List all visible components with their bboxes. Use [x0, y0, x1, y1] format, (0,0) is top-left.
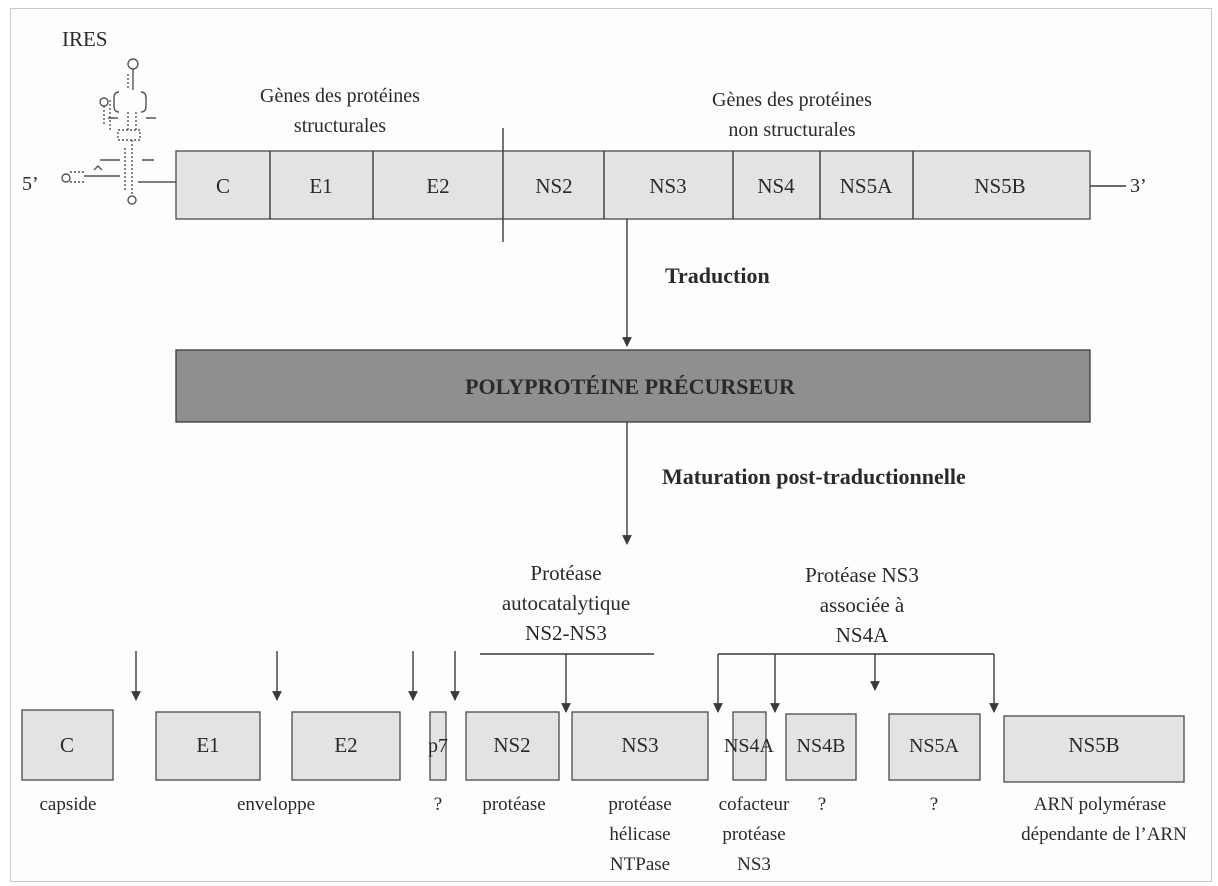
protein-functions: capside enveloppe ? protéase protéase hé… — [40, 794, 1188, 875]
protein-box-ns4a — [732, 711, 767, 781]
protein-box-c — [21, 709, 114, 781]
polyprotein-label: POLYPROTÉINE PRÉCURSEUR — [465, 374, 796, 399]
mature-proteins: C E1 E2 p7 NS2 NS3 NS4A NS4B NS5A NS5B — [21, 709, 1185, 783]
function-ns3-line3: NTPase — [610, 854, 670, 875]
protein-name-p7: p7 — [428, 735, 448, 757]
genome-bar-outline — [175, 150, 1091, 220]
ns3ns4a-protease-line2: associée à — [820, 593, 905, 617]
function-p7: ? — [434, 794, 442, 815]
ires-label: IRES — [62, 27, 108, 51]
nonstructural-genes-line2: non structurales — [728, 119, 855, 141]
protein-box-ns4b — [785, 713, 857, 781]
protein-name-ns3: NS3 — [621, 733, 658, 757]
segment-ns5a: NS5A — [840, 174, 893, 198]
segment-c: C — [216, 174, 230, 198]
function-ns3-line2: hélicase — [609, 824, 670, 845]
segment-ns2: NS2 — [535, 174, 572, 198]
protein-name-ns4a: NS4A — [724, 735, 775, 757]
function-envelope: enveloppe — [237, 794, 315, 815]
segment-ns3: NS3 — [649, 174, 686, 198]
polyprotein-bar — [175, 349, 1091, 423]
ns3ns4a-protease-line3: NS4A — [836, 623, 889, 647]
ires-structure-icon — [61, 58, 176, 205]
ns2ns3-protease-line2: autocatalytique — [502, 591, 630, 615]
function-ns3-line1: protéase — [608, 794, 671, 815]
function-ns4b: ? — [818, 794, 826, 815]
segment-e1: E1 — [309, 174, 332, 198]
three-prime-label: 3’ — [1130, 175, 1147, 197]
function-ns5b-line2: dépendante de l’ARN — [1021, 824, 1187, 845]
ns2ns3-protease-line3: NS2-NS3 — [525, 621, 607, 645]
segment-ns4: NS4 — [757, 174, 795, 198]
translation-label: Traduction — [665, 263, 770, 288]
function-ns4a-line2: protéase — [722, 824, 785, 845]
protein-name-ns5b: NS5B — [1068, 733, 1119, 757]
five-prime-label: 5’ — [22, 173, 39, 195]
function-ns4a-line3: NS3 — [737, 854, 771, 875]
protein-box-e2 — [291, 711, 401, 781]
ns2ns3-protease-line1: Protéase — [530, 561, 601, 585]
function-ns4a-line1: cofacteur — [719, 794, 790, 815]
maturation-label: Maturation post-traductionnelle — [662, 464, 966, 489]
function-c: capside — [40, 794, 97, 815]
function-ns5b-line1: ARN polymérase — [1034, 794, 1166, 815]
nonstructural-genes-line1: Gènes des protéines — [712, 89, 872, 111]
protein-box-ns5a — [888, 713, 981, 781]
segment-ns5b: NS5B — [974, 174, 1025, 198]
function-ns2: protéase — [482, 794, 545, 815]
protein-box-e1 — [155, 711, 261, 781]
protein-box-ns2 — [465, 711, 560, 781]
function-ns5a: ? — [930, 794, 938, 815]
protein-box-ns3 — [571, 711, 709, 781]
genome-bar: C E1 E2 NS2 NS3 NS4 NS5A NS5B — [175, 128, 1091, 242]
structural-genes-line2: structurales — [294, 115, 386, 137]
segment-e2: E2 — [426, 174, 449, 198]
protein-box-p7 — [429, 711, 447, 781]
protein-name-ns5a: NS5A — [909, 735, 960, 757]
structural-genes-line1: Gènes des protéines — [260, 85, 420, 107]
ns3ns4a-protease-line1: Protéase NS3 — [805, 563, 919, 587]
protein-box-ns5b — [1003, 715, 1185, 783]
protein-name-ns4b: NS4B — [797, 735, 846, 757]
protein-name-e1: E1 — [196, 733, 219, 757]
protein-name-ns2: NS2 — [493, 733, 530, 757]
protein-name-e2: E2 — [334, 733, 357, 757]
protein-name-c: C — [60, 733, 74, 757]
